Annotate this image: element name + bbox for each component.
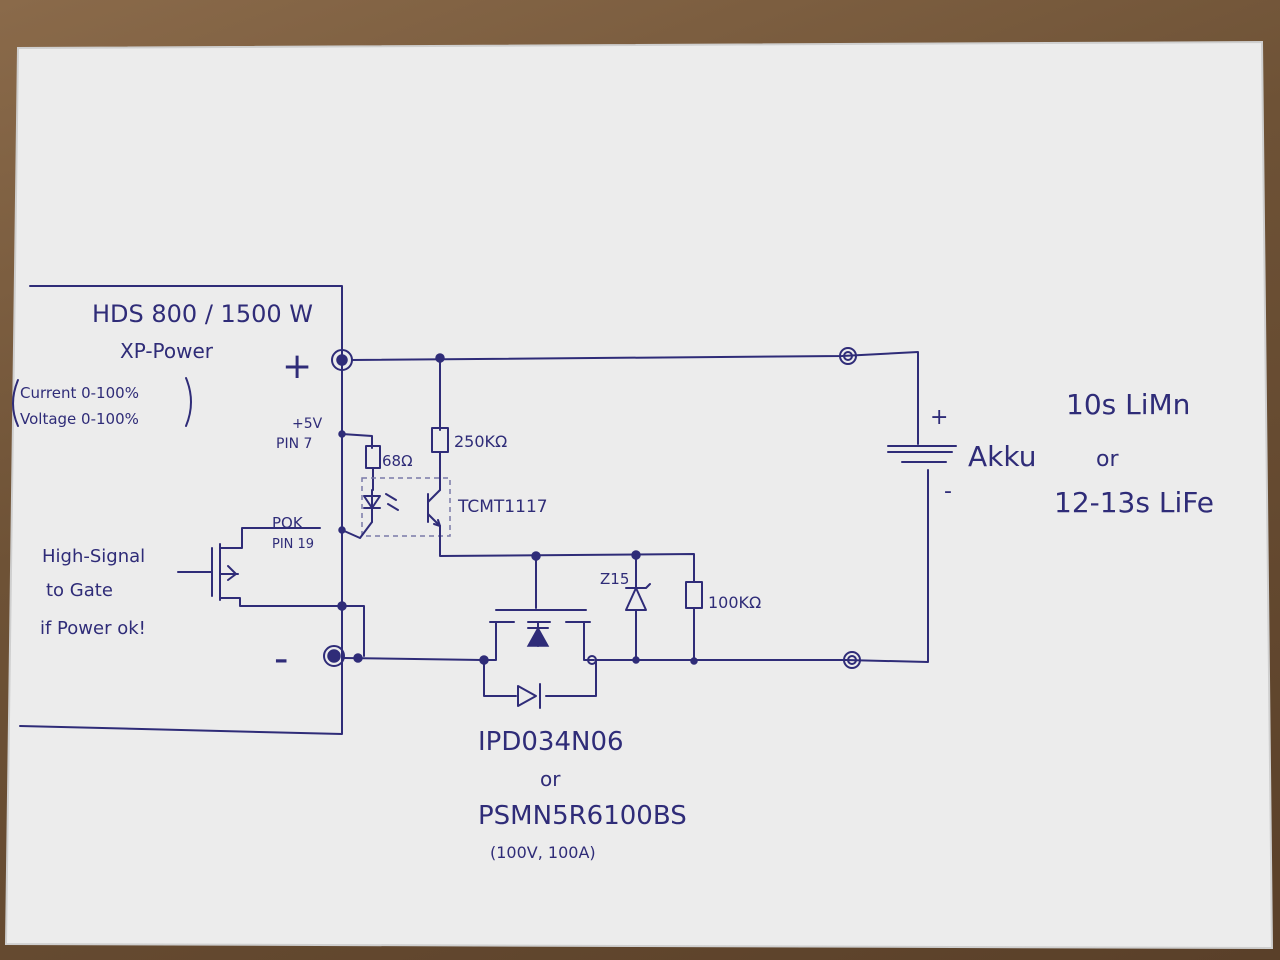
- minus-terminal-label: -: [274, 636, 288, 682]
- pok-label-top: POK: [272, 514, 304, 532]
- mosfet-rating: (100V, 100A): [490, 843, 596, 862]
- zener-label: Z15: [600, 570, 629, 588]
- gate-line: [439, 525, 695, 583]
- note-bracket-left: [12, 379, 19, 427]
- r2-label: 250KΩ: [454, 432, 507, 451]
- supply-note-1: Current 0-100%: [20, 384, 139, 402]
- gate-note-3: if Power ok!: [40, 618, 146, 639]
- pok-label-bottom: PIN 19: [272, 537, 314, 552]
- battery-plus-label: +: [930, 405, 948, 430]
- opto-label: TCMT1117: [457, 497, 548, 517]
- plus-terminal-label: +: [282, 346, 312, 387]
- mosfet-part2: PSMN5R6100BS: [478, 801, 687, 831]
- mosfet-symbol: [479, 555, 597, 709]
- mosfet-part1: IPD034N06: [478, 727, 624, 757]
- r1-label: 68Ω: [382, 452, 413, 470]
- supply-note-2: Voltage 0-100%: [20, 410, 139, 428]
- mosfet-or: or: [540, 767, 561, 791]
- optocoupler: [341, 477, 451, 539]
- battery-symbol: [887, 445, 957, 463]
- power-supply-box: [19, 285, 343, 735]
- battery-minus-label: -: [944, 479, 952, 504]
- zener-diode: [625, 554, 651, 661]
- r3-label: 100KΩ: [708, 593, 761, 612]
- supply-brand: XP-Power: [120, 339, 214, 363]
- negative-rail: [343, 469, 929, 663]
- pin7-label-bottom: PIN 7: [276, 436, 312, 452]
- r1-wire: [341, 433, 373, 449]
- battery-minus-connector: [843, 651, 861, 669]
- paper-card: [6, 42, 1272, 948]
- battery-plus-connector: [839, 347, 857, 365]
- battery-option-2: 12-13s LiFe: [1054, 486, 1214, 519]
- pin7-label-top: +5V: [292, 416, 323, 432]
- gate-note-2: to Gate: [46, 580, 113, 601]
- supply-title: HDS 800 / 1500 W: [92, 300, 313, 328]
- battery-option-1: 10s LiMn: [1066, 388, 1190, 421]
- supply-minus-terminal: [323, 645, 345, 667]
- note-bracket-right: [185, 377, 192, 427]
- paper-shadow: [4, 40, 1274, 950]
- rail-node-source: [353, 653, 363, 663]
- positive-rail: [351, 351, 919, 445]
- internal-fet-symbol: [177, 527, 343, 607]
- gate-note-1: High-Signal: [42, 546, 145, 567]
- battery-label: Akku: [968, 440, 1036, 473]
- battery-or: or: [1096, 447, 1119, 472]
